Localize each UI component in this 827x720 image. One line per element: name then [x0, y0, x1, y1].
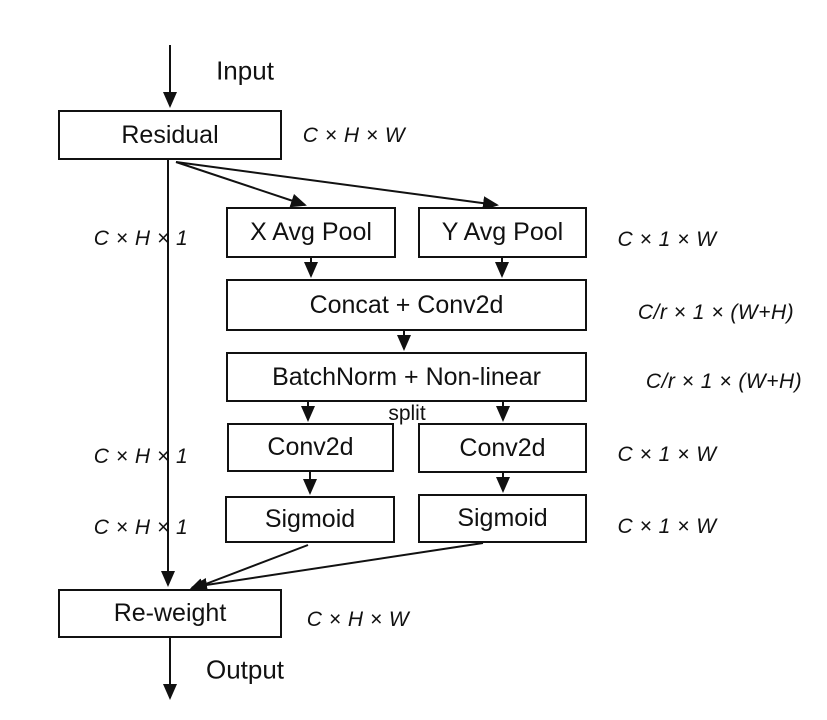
- output-label: Output: [205, 654, 285, 685]
- dim-label-conv-left: C × H × 1: [93, 445, 189, 468]
- arrow-residual-to-xpool: [175, 161, 307, 208]
- node-reweight-label: Re-weight: [113, 599, 227, 627]
- dim-label-reweight: C × H × W: [306, 608, 410, 631]
- split-label: split: [388, 402, 426, 425]
- node-residual-label: Residual: [121, 120, 219, 149]
- node-x-avg-pool-label: X Avg Pool: [250, 218, 372, 246]
- dim-label-concat: C/r × 1 × (W+H): [637, 301, 795, 324]
- node-reweight: Re-weight: [58, 589, 282, 638]
- node-y-avg-pool: Y Avg Pool: [418, 207, 587, 258]
- dim-label-ypool-branch: C × 1 × W: [617, 228, 717, 251]
- dim-label-sigmoid-right: C × 1 × W: [617, 515, 717, 538]
- node-conv2d-right-label: Conv2d: [459, 433, 546, 462]
- dim-label-sigmoid-left: C × H × 1: [93, 516, 189, 539]
- node-sigmoid-left: Sigmoid: [225, 496, 395, 543]
- node-sigmoid-right: Sigmoid: [418, 494, 587, 543]
- node-sigmoid-right-label: Sigmoid: [457, 504, 548, 532]
- node-batchnorm-nonlinear-label: BatchNorm + Non-linear: [272, 362, 541, 391]
- dim-label-residual: C × H × W: [302, 124, 406, 147]
- arrow-sigmoidl-to-reweight: [188, 544, 309, 592]
- node-concat-conv2d: Concat + Conv2d: [226, 279, 587, 331]
- node-conv2d-left-label: Conv2d: [267, 433, 354, 461]
- dim-label-batchnorm: C/r × 1 × (W+H): [645, 370, 803, 393]
- node-residual: Residual: [58, 110, 282, 160]
- arrow-residual-to-ypool: [175, 161, 499, 211]
- node-x-avg-pool: X Avg Pool: [226, 207, 396, 258]
- dim-label-xpool-branch: C × H × 1: [93, 227, 189, 250]
- input-label: Input: [216, 55, 274, 86]
- arrow-sigmoidr-to-reweight: [191, 542, 484, 592]
- node-batchnorm-nonlinear: BatchNorm + Non-linear: [226, 352, 587, 402]
- node-y-avg-pool-label: Y Avg Pool: [441, 218, 564, 246]
- node-concat-conv2d-label: Concat + Conv2d: [309, 290, 504, 319]
- node-sigmoid-left-label: Sigmoid: [264, 505, 356, 533]
- dim-label-conv-right: C × 1 × W: [617, 443, 717, 466]
- node-conv2d-right: Conv2d: [418, 423, 587, 473]
- node-conv2d-left: Conv2d: [227, 423, 394, 472]
